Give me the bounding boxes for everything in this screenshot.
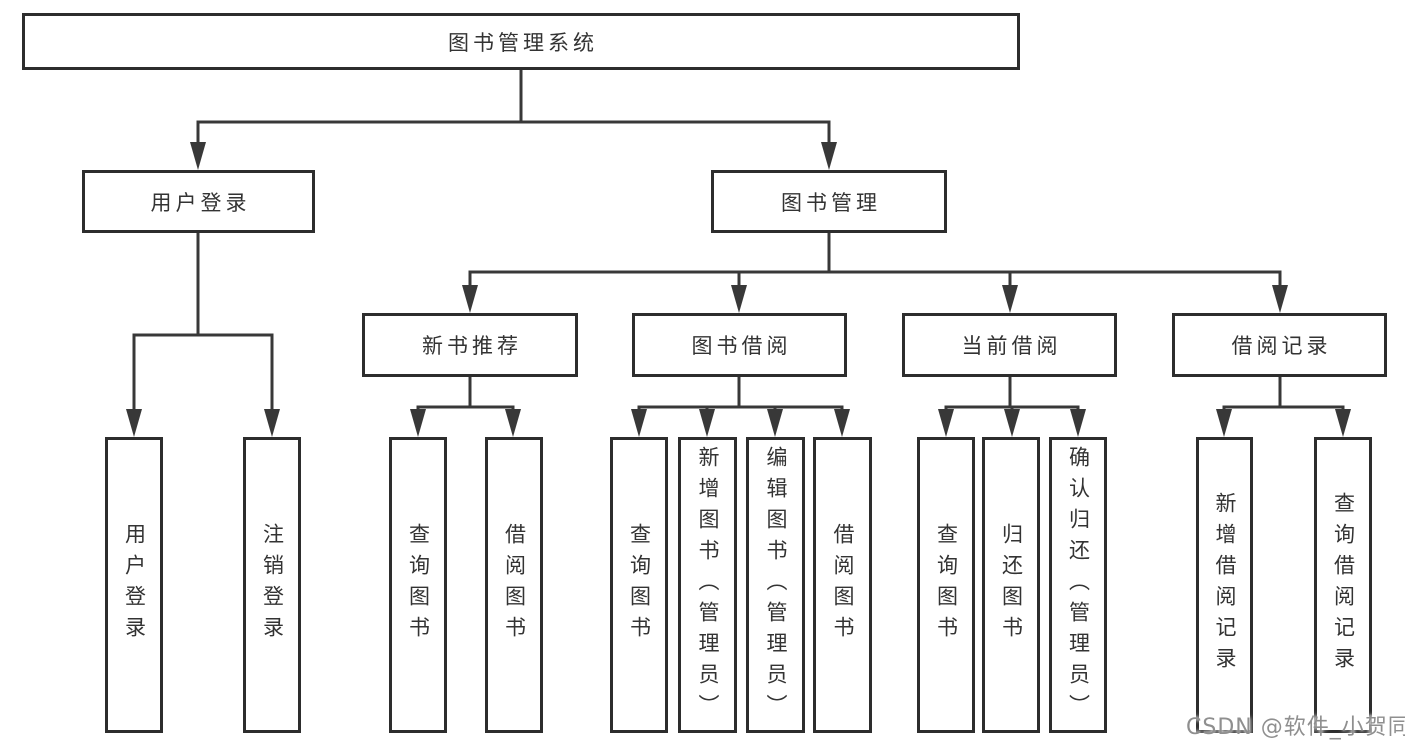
leaf-cb-confirm-return-admin: 确认归还（管理员）	[1049, 437, 1107, 733]
node-book-borrowing: 图书借阅	[632, 313, 847, 377]
node-library-management-system: 图书管理系统	[22, 13, 1020, 70]
leaf-cb-query-books: 查询图书	[917, 437, 975, 733]
leaf-bb-query-books: 查询图书	[610, 437, 668, 733]
leaf-nbr-borrow-books: 借阅图书	[485, 437, 543, 733]
leaf-bb-edit-books-admin: 编辑图书（管理员）	[746, 437, 805, 733]
node-current-borrowing: 当前借阅	[902, 313, 1117, 377]
leaf-nbr-query-books: 查询图书	[389, 437, 447, 733]
leaf-br-add-record: 新增借阅记录	[1196, 437, 1253, 733]
node-new-book-recommendation: 新书推荐	[362, 313, 578, 377]
node-borrowing-records: 借阅记录	[1172, 313, 1387, 377]
leaf-br-query-record: 查询借阅记录	[1314, 437, 1372, 733]
node-book-management: 图书管理	[711, 170, 947, 233]
leaf-cb-return-books: 归还图书	[982, 437, 1040, 733]
leaf-bb-borrow-books: 借阅图书	[813, 437, 872, 733]
leaf-logout: 注销登录	[243, 437, 301, 733]
csdn-watermark: CSDN @软件_小贺同学	[1186, 715, 1405, 740]
leaf-user-login: 用户登录	[105, 437, 163, 733]
leaf-bb-add-books-admin: 新增图书（管理员）	[678, 437, 737, 733]
node-user-login: 用户登录	[82, 170, 315, 233]
